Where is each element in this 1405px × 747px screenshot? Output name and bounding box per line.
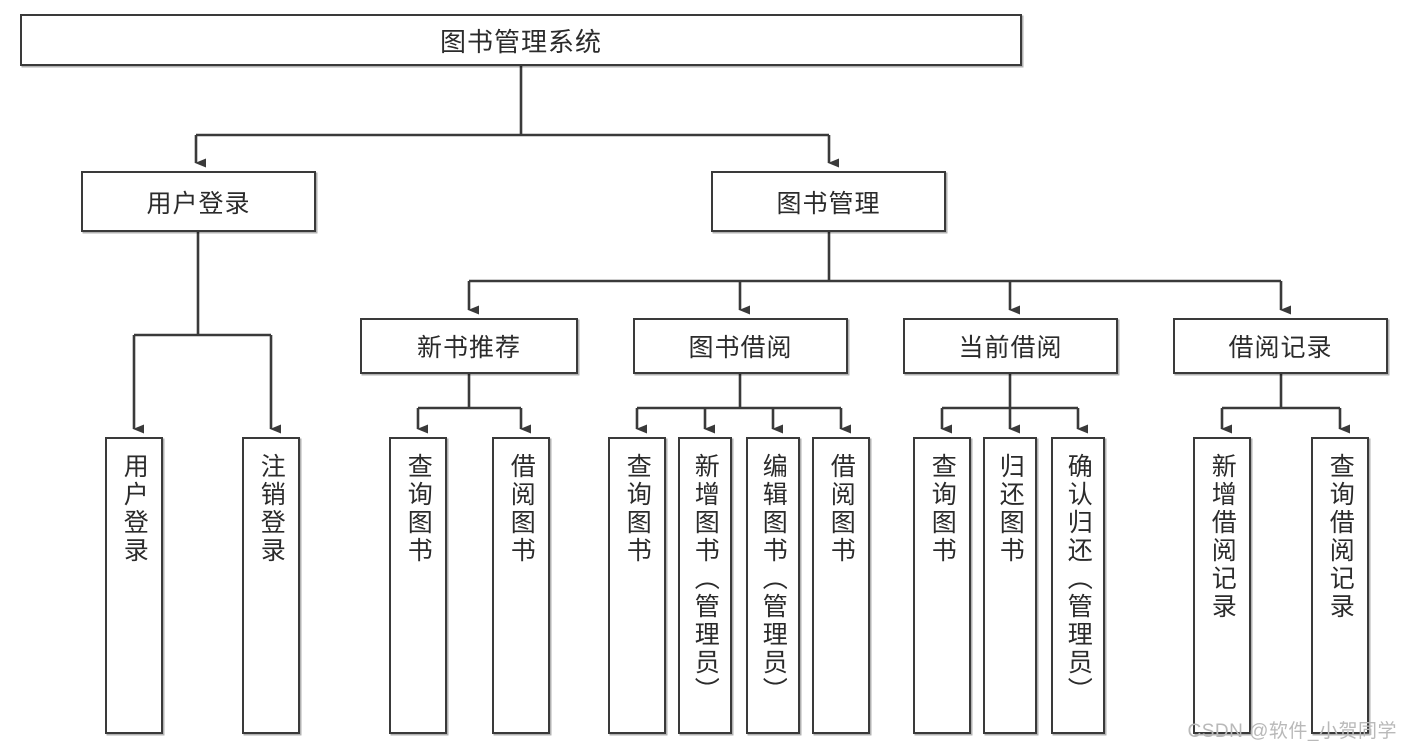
csdn-watermark: CSDN @软件_小贺同学 — [1187, 721, 1397, 742]
leaf-newbook-borrow-book[interactable]: 借阅图书 — [492, 437, 550, 734]
leaf-label: 借阅图书 — [507, 453, 536, 565]
node-borrow-record[interactable]: 借阅记录 — [1173, 318, 1388, 374]
leaf-label: 用户登录 — [120, 453, 149, 565]
leaf-label: 归还图书 — [996, 453, 1025, 565]
leaf-record-add-record[interactable]: 新增借阅记录 — [1193, 437, 1251, 734]
leaf-label: 新增借阅记录 — [1208, 453, 1237, 621]
leaf-borrow-query-book[interactable]: 查询图书 — [608, 437, 666, 734]
leaf-label: 查询借阅记录 — [1326, 453, 1355, 621]
leaf-record-query-record[interactable]: 查询借阅记录 — [1311, 437, 1369, 734]
leaf-newbook-query-book[interactable]: 查询图书 — [389, 437, 447, 734]
leaf-borrow-borrow-book[interactable]: 借阅图书 — [812, 437, 870, 734]
leaf-label: 确认归还（管理员） — [1064, 453, 1093, 705]
leaf-label: 注销登录 — [257, 453, 286, 565]
leaf-current-return-book[interactable]: 归还图书 — [983, 437, 1037, 734]
node-user-login[interactable]: 用户登录 — [81, 171, 316, 232]
leaf-label: 编辑图书（管理员） — [759, 453, 788, 705]
leaf-user-logout[interactable]: 注销登录 — [242, 437, 300, 734]
leaf-borrow-edit-book-admin[interactable]: 编辑图书（管理员） — [746, 437, 800, 734]
leaf-current-confirm-return-admin[interactable]: 确认归还（管理员） — [1051, 437, 1105, 734]
leaf-current-query-book[interactable]: 查询图书 — [913, 437, 971, 734]
node-new-book-recommend[interactable]: 新书推荐 — [360, 318, 578, 374]
node-root-system[interactable]: 图书管理系统 — [20, 14, 1022, 66]
node-book-management[interactable]: 图书管理 — [711, 171, 946, 232]
leaf-user-login[interactable]: 用户登录 — [105, 437, 163, 734]
leaf-borrow-add-book-admin[interactable]: 新增图书（管理员） — [678, 437, 732, 734]
leaf-label: 借阅图书 — [827, 453, 856, 565]
node-book-borrow[interactable]: 图书借阅 — [633, 318, 848, 374]
leaf-label: 查询图书 — [928, 453, 957, 565]
leaf-label: 新增图书（管理员） — [691, 453, 720, 705]
leaf-label: 查询图书 — [623, 453, 652, 565]
leaf-label: 查询图书 — [404, 453, 433, 565]
node-current-borrow[interactable]: 当前借阅 — [903, 318, 1118, 374]
